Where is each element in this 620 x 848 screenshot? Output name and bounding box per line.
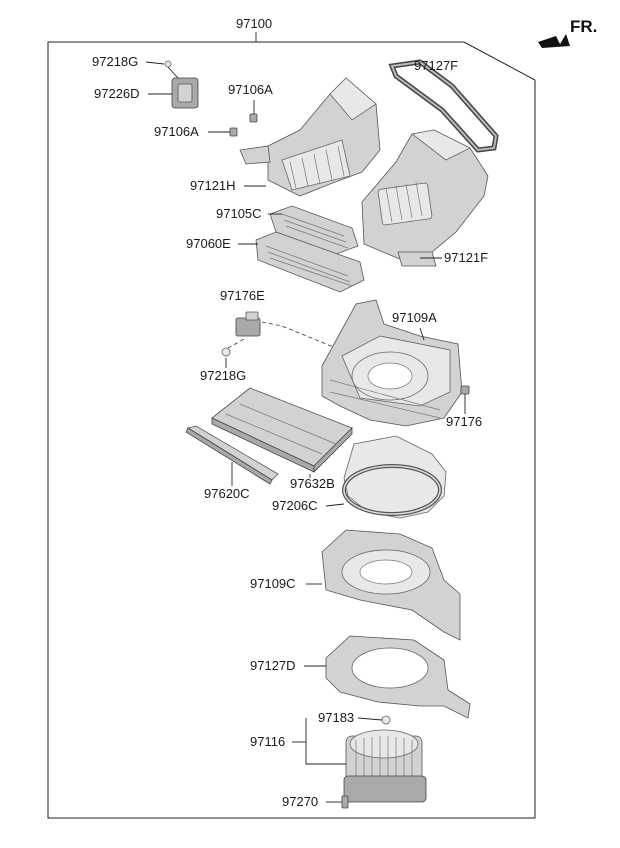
- label-97106a-b: 97106A: [154, 124, 199, 139]
- label-97109a: 97109A: [392, 310, 437, 325]
- blower-motor-97116-part: [343, 729, 427, 803]
- label-97176: 97176: [446, 414, 482, 429]
- label-97218g-mid: 97218G: [200, 368, 246, 383]
- front-direction-label: FR.: [570, 17, 597, 36]
- resistor-97176e-part: [235, 311, 261, 337]
- screw-97106a-part: [229, 113, 258, 137]
- label-97183: 97183: [318, 710, 354, 725]
- label-97270: 97270: [282, 794, 318, 809]
- door-97060e-part: [255, 231, 365, 293]
- label-97620c: 97620C: [204, 486, 250, 501]
- label-97218g-top: 97218G: [92, 54, 138, 69]
- label-97060e: 97060E: [186, 236, 231, 251]
- mounting-dash-line: [261, 321, 357, 351]
- label-97226d: 97226D: [94, 86, 140, 101]
- label-97116: 97116: [250, 734, 285, 749]
- upper-case-right-part: [361, 129, 489, 267]
- upper-case-left-part: [239, 77, 381, 197]
- seal-97127f-part: [388, 59, 499, 153]
- screw-dash-line: [227, 337, 247, 349]
- label-97109c: 97109C: [250, 576, 296, 591]
- clip-97183-part: [381, 715, 391, 725]
- filter-97632b-part: [211, 387, 353, 473]
- sensor-97176-part: [460, 385, 470, 395]
- bracket-97116: [305, 718, 346, 765]
- label-97121h: 97121H: [190, 178, 236, 193]
- screw-97270-part: [341, 795, 349, 809]
- case-97109a-part: [321, 299, 463, 427]
- scroll-case-97109c-part: [321, 529, 461, 641]
- assembly-frame: [47, 41, 536, 819]
- label-97105c: 97105C: [216, 206, 262, 221]
- lower-case-97127d-part: [325, 635, 471, 719]
- filter-cover-97620c-part: [185, 425, 279, 485]
- leader-97183: [357, 717, 383, 721]
- label-97121f: 97121F: [444, 250, 488, 265]
- label-97206c: 97206C: [272, 498, 318, 513]
- label-97127d: 97127D: [250, 658, 296, 673]
- leader-97109a: [419, 327, 425, 341]
- duct-97206c-part: [342, 435, 447, 519]
- leader-97218g-top: [145, 61, 165, 65]
- screw-97218g-part: [221, 347, 231, 357]
- label-97176e: 97176E: [220, 288, 265, 303]
- label-97127f: 97127F: [414, 58, 458, 73]
- assembly-number: 97100: [236, 16, 272, 31]
- front-direction-arrow-icon: [538, 34, 570, 48]
- leader-97206c: [325, 503, 345, 507]
- label-97106a-a: 97106A: [228, 82, 273, 97]
- label-97632b: 97632B: [290, 476, 335, 491]
- actuator-97226d-part: [164, 60, 199, 109]
